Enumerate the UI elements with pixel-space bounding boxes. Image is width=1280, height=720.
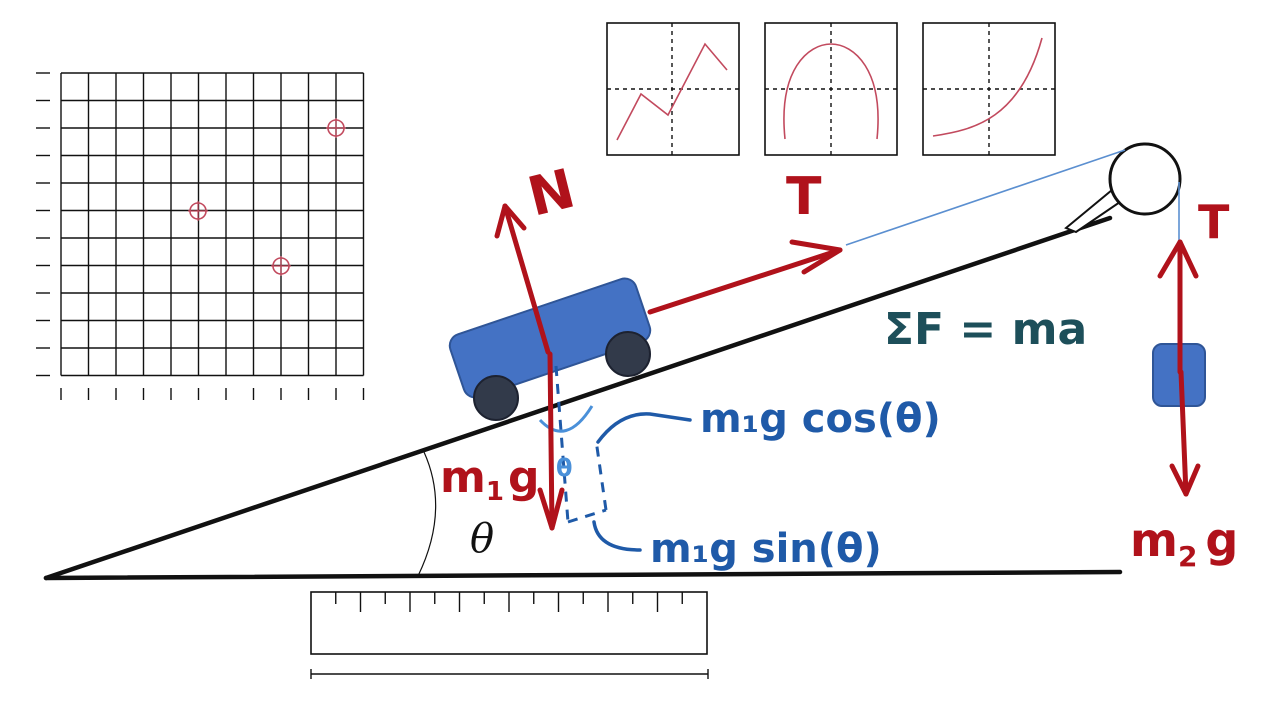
- svg-text:m2g: m2g: [1130, 513, 1238, 573]
- weight-cart-sub: 1: [486, 477, 504, 507]
- grid-markers: [188, 118, 346, 276]
- mini-graph-exponential: [922, 22, 1056, 156]
- normal-force-label: N: [522, 157, 581, 229]
- cart-wheel: [605, 331, 651, 377]
- incline-angle-arc: [417, 451, 437, 577]
- weight-cart-m: m: [440, 452, 486, 503]
- cart-icon: [448, 277, 652, 421]
- grid-panel: [36, 72, 365, 400]
- mini-graph-parabola: [764, 22, 898, 156]
- normal-force-arrowhead: [494, 203, 527, 239]
- weight-component-dashes: [554, 365, 608, 524]
- normal-force-arrow: [502, 203, 551, 355]
- force-arrows: [494, 203, 1201, 531]
- cos-leader: [596, 412, 692, 444]
- weight-mass-m: m: [1130, 513, 1178, 567]
- incline: [43, 215, 1123, 581]
- sin-component-label: m₁g sin(θ): [650, 526, 882, 572]
- small-angle-arc: [538, 405, 594, 433]
- grid-lines: [60, 72, 365, 377]
- weight-cart-arrowhead: [537, 487, 565, 531]
- weight-cart-g: g: [508, 452, 540, 503]
- mini-graph-zigzag: [606, 22, 740, 156]
- pulley-icon: [1064, 142, 1182, 234]
- weight-cart-arrow: [547, 351, 555, 531]
- small-theta-label: θ: [556, 454, 573, 482]
- cos-component-label: m₁g cos(θ): [700, 396, 941, 442]
- grid-ticks: [36, 72, 365, 400]
- exponential-curve: [932, 37, 1043, 137]
- weight-cart-label: m1g: [440, 452, 539, 507]
- tension-cart-arrowhead: [789, 239, 843, 275]
- parabola-curve: [783, 43, 879, 140]
- incline-theta-label: θ: [470, 516, 494, 562]
- ruler-icon: [310, 591, 709, 679]
- weight-mass-sub: 2: [1178, 540, 1197, 573]
- weight-mass-arrowhead: [1169, 463, 1201, 497]
- cart-wheel: [473, 375, 519, 421]
- newton-law-label: ΣF = ma: [884, 304, 1087, 355]
- weight-mass-g: g: [1205, 513, 1238, 567]
- tension-mass-arrowhead: [1157, 239, 1199, 279]
- zigzag-curve: [616, 42, 728, 141]
- incline-slope: [43, 215, 1113, 581]
- incline-base: [43, 569, 1123, 581]
- tension-cart-arrow: [647, 247, 843, 315]
- sin-leader: [592, 520, 642, 552]
- svg-text:m1g: m1g: [440, 452, 539, 507]
- tension-cart-label: T: [786, 167, 822, 227]
- weight-mass-arrow: [1178, 369, 1189, 497]
- rope-to-cart: [845, 149, 1126, 246]
- tension-mass-label: T: [1198, 195, 1230, 249]
